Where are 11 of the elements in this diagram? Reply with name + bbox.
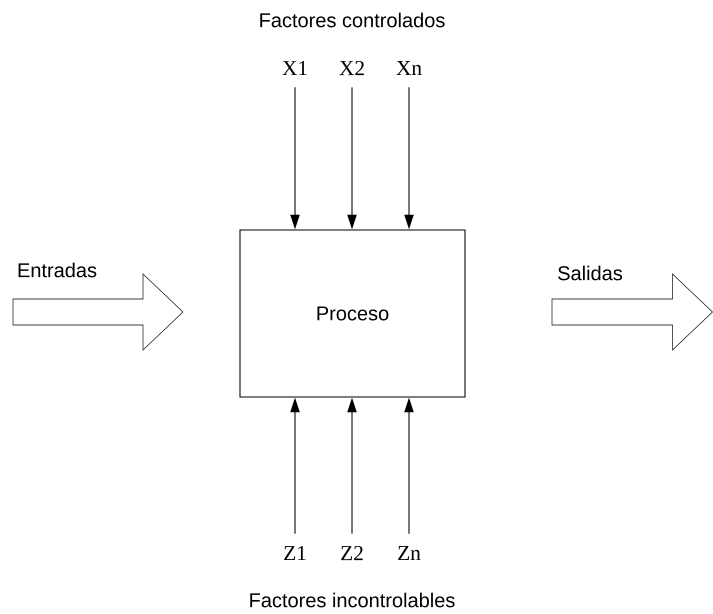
- variable-label: Z1: [284, 546, 306, 560]
- process-box: Proceso: [239, 229, 466, 398]
- variable-label: Xn: [396, 61, 422, 75]
- variable-label: Zn: [398, 546, 421, 560]
- variable-label: X1: [282, 60, 307, 76]
- heading-label: Factores controlados: [260, 12, 445, 28]
- heading-label: Entradas: [18, 262, 96, 278]
- heading-label: Factores incontrolables: [250, 592, 455, 608]
- variable-label: Z2: [341, 546, 363, 560]
- heading-label: Salidas: [558, 266, 622, 280]
- variable-label: X2: [339, 60, 364, 76]
